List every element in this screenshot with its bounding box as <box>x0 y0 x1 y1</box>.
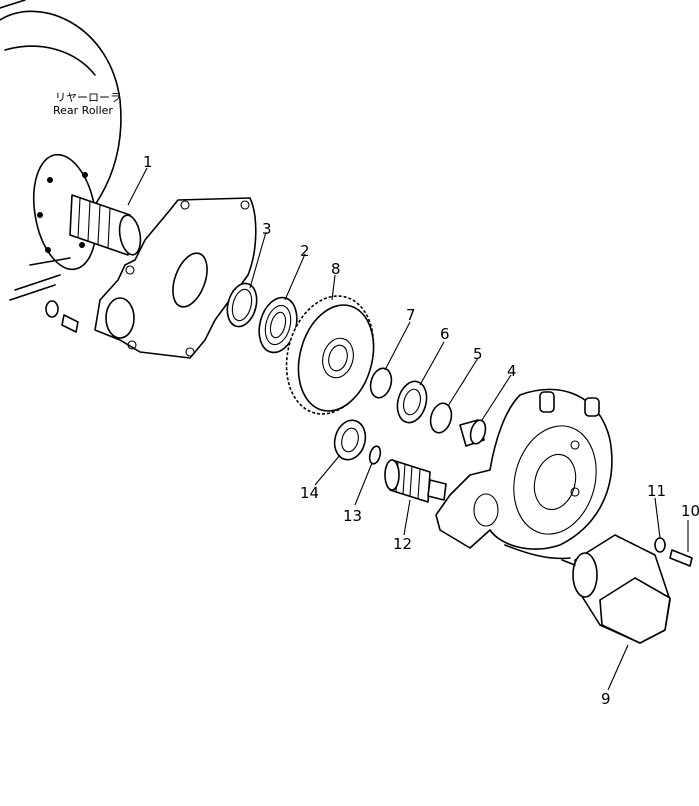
gear-case-housing <box>435 388 613 560</box>
rear-roller-drum <box>0 0 122 206</box>
part-number-12: 12 <box>393 535 412 553</box>
part-11-washer <box>654 537 666 553</box>
part-number-7: 7 <box>406 306 416 324</box>
part-number-8: 8 <box>331 260 341 278</box>
part-5-ring <box>429 402 453 434</box>
part-6-bearing <box>396 380 428 424</box>
part-number-2: 2 <box>300 242 310 260</box>
part-3-ring <box>226 282 258 328</box>
part-number-14: 14 <box>300 484 319 502</box>
roller-label-en: Rear Roller <box>53 104 113 117</box>
part-7-snap-ring <box>369 367 393 399</box>
part-number-4: 4 <box>507 362 517 380</box>
part-12-pinion-shaft <box>384 459 447 503</box>
leader-lines <box>127 167 689 691</box>
part-number-10: 10 <box>681 502 699 520</box>
part-14-bearing <box>333 419 367 461</box>
part-number-5: 5 <box>473 345 483 363</box>
part-number-11: 11 <box>647 482 666 500</box>
part-10-bolt <box>669 549 693 567</box>
part-number-3: 3 <box>262 220 272 238</box>
part-number-1: 1 <box>143 153 153 171</box>
part-number-13: 13 <box>343 507 362 525</box>
part-8-gear <box>285 295 375 415</box>
left-bolt-washer <box>45 300 79 333</box>
part-4-collar <box>459 419 487 447</box>
part-number-6: 6 <box>440 325 450 343</box>
part-13-snap-ring <box>368 445 382 465</box>
part-number-9: 9 <box>601 690 611 708</box>
case-cover-gasket <box>94 197 257 359</box>
part-1-splined-shaft <box>9 153 142 301</box>
roller-label-jp: リヤーローラ <box>55 91 121 104</box>
part-9-motor <box>561 534 671 644</box>
